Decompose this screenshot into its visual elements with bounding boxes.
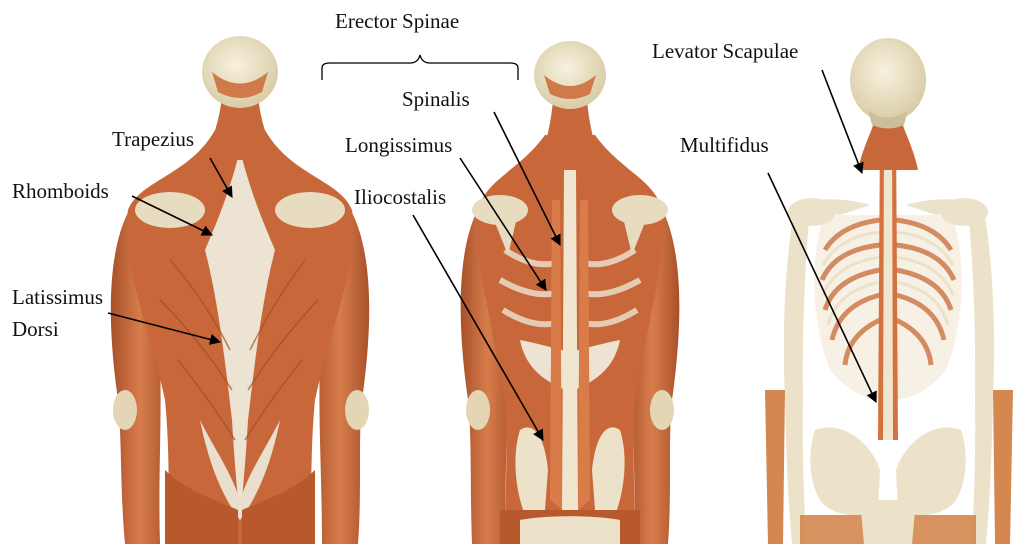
label-iliocostalis: Iliocostalis [354,184,446,211]
label-spinalis: Spinalis [402,86,470,113]
figure-superficial-back [111,36,369,544]
label-rhomboids: Rhomboids [12,178,109,205]
erector-spinae-brace [322,55,518,80]
label-erector-spinae: Erector Spinae [335,8,459,35]
label-latissimus-line1: Latissimus [12,284,103,311]
label-trapezius: Trapezius [112,126,194,153]
figure-deep-spine [765,38,1013,544]
label-multifidus: Multifidus [680,132,769,159]
label-longissimus: Longissimus [345,132,452,159]
label-latissimus-line2: Dorsi [12,316,59,343]
figure-erector-spinae [461,41,680,544]
label-levator-scapulae: Levator Scapulae [652,38,798,65]
